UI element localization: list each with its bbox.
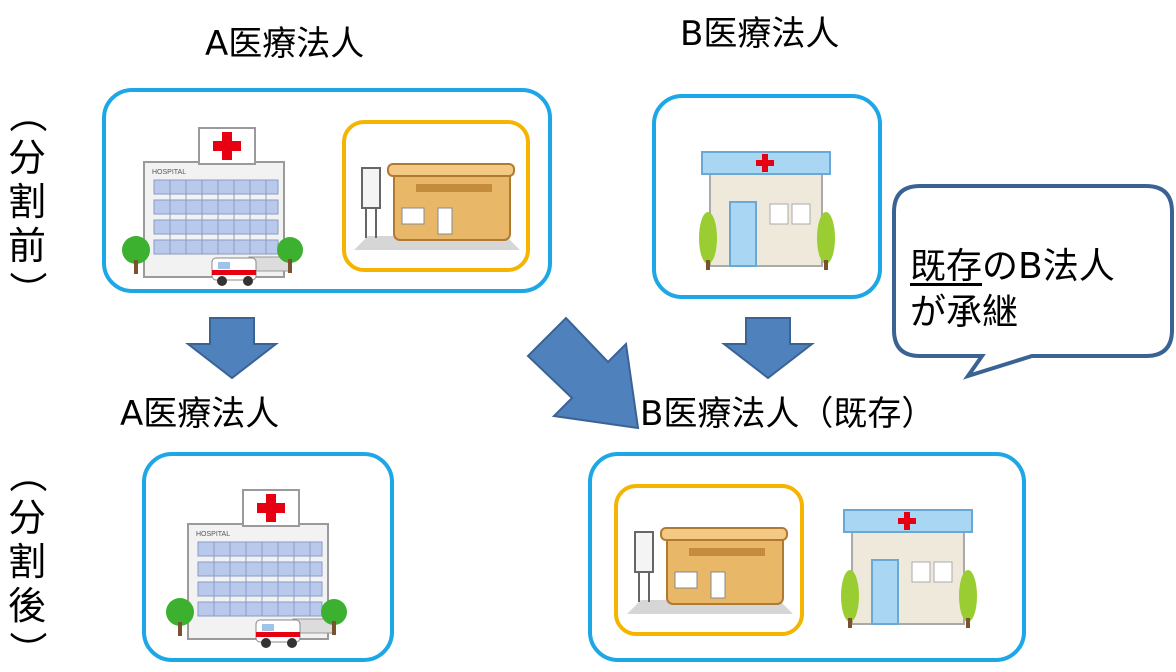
clinic-building-icon — [627, 527, 793, 614]
char: 割 — [8, 180, 47, 224]
title-a-before: A医療法人 — [205, 24, 365, 64]
svg-text:HOSPITAL: HOSPITAL — [152, 169, 186, 176]
char: 後 — [8, 584, 47, 628]
char: 割 — [8, 540, 47, 584]
paren-open: （ — [5, 94, 50, 134]
paren-open: （ — [5, 454, 50, 494]
org-a-after-box: HOSPITAL — [142, 452, 394, 662]
title-a-after: A医療法人 — [120, 394, 280, 434]
paren-close: ） — [5, 630, 50, 670]
org-b-after-box — [588, 452, 1026, 662]
hospital-icon: HOSPITAL — [122, 127, 303, 286]
clinic-box-transferred — [614, 484, 804, 636]
clinic-box — [342, 120, 530, 272]
clinic-icon — [841, 509, 977, 628]
char: 分 — [8, 136, 47, 180]
clinic-building-icon — [354, 163, 520, 250]
title-b-before: B医療法人 — [680, 14, 840, 54]
char: 前 — [8, 224, 47, 268]
arrow-diagonal-transfer — [526, 316, 640, 430]
org-a-before-box: HOSPITAL — [102, 88, 552, 293]
char: 分 — [8, 496, 47, 540]
title-b-after: B医療法人（既存） — [640, 394, 936, 434]
label-before-split: （ 分 割 前 ） — [5, 92, 50, 312]
arrow-down-a — [185, 317, 279, 380]
paren-close: ） — [5, 270, 50, 310]
callout-underlined: 既存 — [910, 246, 983, 287]
arrow-down-b — [721, 317, 815, 380]
callout-line-2: が承継 — [910, 292, 1019, 333]
org-b-before-box — [652, 94, 882, 299]
speech-bubble — [892, 184, 1174, 380]
label-after-split: （ 分 割 後 ） — [5, 452, 50, 672]
clinic-icon — [699, 151, 835, 270]
hospital-icon: HOSPITAL — [166, 489, 347, 648]
callout-line-1: 既存のB法人 — [910, 244, 1115, 290]
callout-rest: のB法人 — [982, 246, 1115, 287]
svg-text:HOSPITAL: HOSPITAL — [196, 531, 230, 538]
